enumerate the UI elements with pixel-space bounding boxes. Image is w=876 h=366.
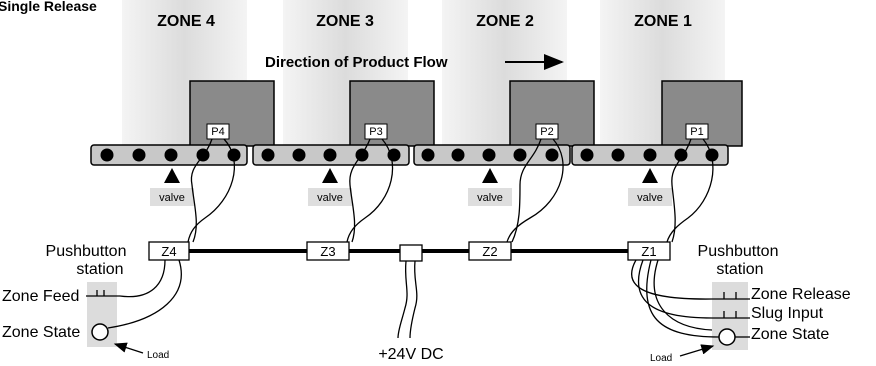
- right-station-title-line1: Pushbutton: [698, 243, 779, 260]
- sensor-wires: [187, 138, 714, 243]
- roller: [100, 148, 114, 162]
- flow-direction-label: Direction of Product Flow: [265, 54, 448, 71]
- roller: [387, 148, 401, 162]
- valve-arrow-zone-3: [322, 168, 338, 183]
- valve-zone-3: [308, 188, 352, 206]
- valve-arrow-zone-4: [164, 168, 180, 183]
- diagram-title: Single Release: [0, 0, 97, 14]
- roller: [451, 148, 465, 162]
- roller: [611, 148, 625, 162]
- zone-3-title: ZONE 3: [316, 13, 374, 30]
- controller-zone-1: [627, 241, 671, 261]
- right-slug-input-label: Slug Input: [751, 305, 824, 322]
- controller-zone-1-label: Z1: [641, 244, 656, 259]
- roller: [323, 148, 337, 162]
- photo-eye-zone-2-label: P2: [540, 126, 553, 138]
- wire: [119, 259, 166, 298]
- valve-zone-4-label: valve: [159, 192, 185, 204]
- power-tap: [399, 244, 423, 262]
- right-slug-input-switch: [712, 311, 750, 319]
- roller: [580, 148, 594, 162]
- valve-zone-4: [150, 188, 194, 206]
- roller: [227, 148, 241, 162]
- wire: [107, 259, 182, 329]
- right-station-wires: [631, 259, 720, 338]
- controller-zone-4-label: Z4: [161, 244, 176, 259]
- roller: [164, 148, 178, 162]
- product-box-zone-4: [189, 80, 275, 147]
- roller: [292, 148, 306, 162]
- photo-eye-zone-4-label: P4: [211, 126, 224, 138]
- photo-eye-zone-1: [685, 123, 709, 140]
- left-zone-feed-switch: [86, 290, 120, 297]
- product-box-zone-3: [349, 80, 435, 147]
- valve-zone-3-label: valve: [317, 192, 343, 204]
- controller-zone-2: [468, 241, 512, 261]
- wire: [631, 259, 713, 300]
- valve-arrow-zone-1: [642, 168, 658, 183]
- wire: [671, 138, 692, 243]
- valve-zone-1: [628, 188, 672, 206]
- zone-1-title: ZONE 1: [634, 13, 692, 30]
- left-station-wires: [107, 259, 182, 329]
- photo-eye-zone-2: [535, 123, 559, 140]
- valve-arrow-zone-2: [482, 168, 498, 183]
- roller: [513, 148, 527, 162]
- photo-eye-zone-3: [364, 123, 388, 140]
- left-load-arrow: [113, 342, 144, 354]
- wire: [646, 259, 720, 338]
- conveyor: [90, 144, 729, 166]
- controller-zone-3: [306, 241, 350, 261]
- wire: [397, 260, 408, 339]
- valve-zone-2: [468, 188, 512, 206]
- valve-zone-1-label: valve: [637, 192, 663, 204]
- controller-zone-4: [148, 241, 190, 261]
- power-wires: [397, 260, 418, 339]
- right-zone-state-lamp: [718, 328, 736, 346]
- wire: [653, 259, 713, 331]
- left-zone-state-label: Zone State: [2, 324, 80, 341]
- left-station-title-line2: station: [76, 261, 123, 278]
- roller: [545, 148, 559, 162]
- right-zone-release-label: Zone Release: [751, 286, 851, 303]
- photo-eye-zone-1-label: P1: [690, 126, 703, 138]
- controller-zone-2-label: Z2: [482, 244, 497, 259]
- right-station-title-line2: station: [716, 261, 763, 278]
- photo-eye-zone-3-label: P3: [369, 126, 382, 138]
- wire: [506, 138, 564, 243]
- photo-eye-zone-4: [206, 123, 230, 140]
- left-zone-state-lamp: [91, 323, 109, 341]
- wire: [666, 138, 714, 243]
- zone-4-title: ZONE 4: [157, 13, 215, 30]
- left-load-label: Load: [147, 350, 169, 361]
- controller-zone-3-label: Z3: [320, 244, 335, 259]
- wire: [187, 138, 236, 243]
- power-label: +24V DC: [378, 346, 443, 363]
- roller: [132, 148, 146, 162]
- left-station-title-line1: Pushbutton: [46, 243, 127, 260]
- left-zone-feed-label: Zone Feed: [2, 288, 79, 305]
- right-zone-release-switch: [712, 292, 750, 300]
- roller: [482, 148, 496, 162]
- right-zone-state-label: Zone State: [751, 326, 829, 343]
- zone-2-title: ZONE 2: [476, 13, 534, 30]
- valve-zone-2-label: valve: [477, 192, 503, 204]
- wire: [346, 138, 394, 243]
- wire: [409, 260, 418, 339]
- valve-arrows: [164, 168, 658, 183]
- roller: [421, 148, 435, 162]
- right-load-arrow: [679, 344, 715, 357]
- right-load-label: Load: [650, 353, 672, 364]
- roller: [643, 148, 657, 162]
- roller: [261, 148, 275, 162]
